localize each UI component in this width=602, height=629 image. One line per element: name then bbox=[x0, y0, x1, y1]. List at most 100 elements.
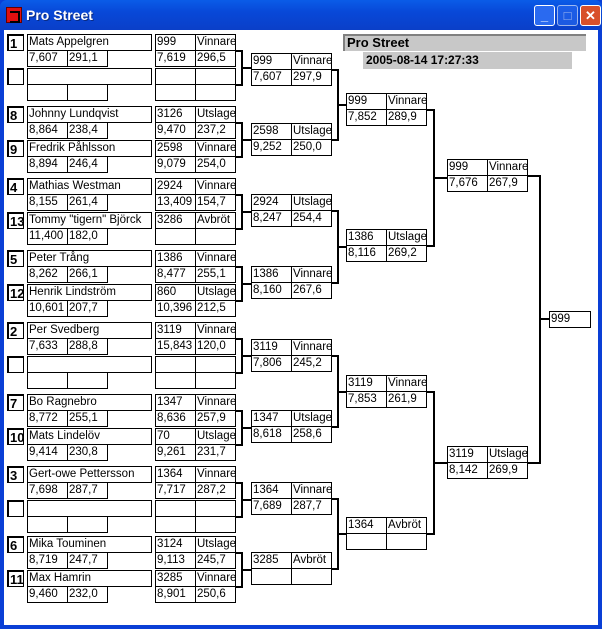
driver-time: 7,607 bbox=[27, 50, 68, 67]
heat1-result-status: Vinnare bbox=[195, 178, 236, 195]
bracket-line bbox=[241, 67, 251, 69]
driver-time: 11,400 bbox=[27, 228, 68, 245]
bracket-line bbox=[337, 533, 346, 535]
heat1-result-status: Vinnare bbox=[195, 394, 236, 411]
heat1-result-number: 1347 bbox=[155, 394, 196, 411]
heat2-result-time: 7,806 bbox=[251, 355, 292, 372]
heat1-result-time: 9,113 bbox=[155, 552, 196, 569]
seed-number: 11 bbox=[7, 570, 24, 587]
driver-speed: 255,1 bbox=[67, 410, 108, 427]
driver-name: Per Svedberg bbox=[27, 322, 152, 339]
bracket-line bbox=[235, 266, 243, 268]
bracket-line bbox=[235, 194, 243, 196]
bracket-line bbox=[235, 516, 243, 518]
driver-name: Max Hamrin bbox=[27, 570, 152, 587]
heat1-result-speed: 254,0 bbox=[195, 156, 236, 173]
heat1-result-number: 3126 bbox=[155, 106, 196, 123]
driver-name: Fredrik Påhlsson bbox=[27, 140, 152, 157]
heat1-result-time: 8,901 bbox=[155, 586, 196, 603]
heat1-result-speed: 287,2 bbox=[195, 482, 236, 499]
driver-speed: 238,4 bbox=[67, 122, 108, 139]
heat2-result-status: Avbröt bbox=[291, 552, 332, 569]
seed-number: 1 bbox=[7, 34, 24, 51]
heat2-result-time: 8,247 bbox=[251, 210, 292, 227]
bracket-line bbox=[331, 426, 339, 428]
driver-name: Mika Touminen bbox=[27, 536, 152, 553]
semifinal-result-speed: 267,9 bbox=[487, 175, 528, 192]
heat1-result-number: 3124 bbox=[155, 536, 196, 553]
minimize-button[interactable]: _ bbox=[534, 5, 555, 26]
heat1-result-speed: 255,1 bbox=[195, 266, 236, 283]
bracket-line bbox=[241, 427, 251, 429]
heat1-result-status bbox=[195, 500, 236, 517]
bracket-line bbox=[433, 462, 447, 464]
heat3-result-speed: 289,9 bbox=[386, 109, 427, 126]
heat2-result-time bbox=[251, 568, 292, 585]
semifinal-result-time: 8,142 bbox=[447, 462, 488, 479]
heat3-result-time: 8,116 bbox=[346, 245, 387, 262]
heat1-result-time: 15,843 bbox=[155, 338, 196, 355]
driver-name: Johnny Lundqvist bbox=[27, 106, 152, 123]
heat1-result-number bbox=[155, 500, 196, 517]
semifinal-result-status: Utslager bbox=[487, 446, 528, 463]
driver-name: Mats Lindelöv bbox=[27, 428, 152, 445]
heat2-result-speed: 254,4 bbox=[291, 210, 332, 227]
heat1-result-time: 7,619 bbox=[155, 50, 196, 67]
bracket-line bbox=[331, 568, 339, 570]
bracket-line bbox=[235, 552, 243, 554]
close-button[interactable]: ✕ bbox=[580, 5, 601, 26]
heat1-result-status: Vinnare bbox=[195, 140, 236, 157]
heat1-result-speed: 120,0 bbox=[195, 338, 236, 355]
driver-name: Mathias Westman bbox=[27, 178, 152, 195]
bracket-line bbox=[241, 283, 251, 285]
bracket-line bbox=[331, 282, 339, 284]
heat1-result-status: Vinnare bbox=[195, 466, 236, 483]
seed-number bbox=[7, 356, 24, 373]
bracket-line bbox=[426, 391, 435, 393]
heat3-result-time: 7,852 bbox=[346, 109, 387, 126]
bracket-line bbox=[241, 211, 251, 213]
heat2-result-number: 1347 bbox=[251, 410, 292, 427]
heat1-result-time: 7,717 bbox=[155, 482, 196, 499]
heat1-result-time: 8,477 bbox=[155, 266, 196, 283]
driver-speed: 246,4 bbox=[67, 156, 108, 173]
bracket-line bbox=[331, 69, 339, 71]
heat2-result-time: 8,160 bbox=[251, 282, 292, 299]
final-winner: 999 bbox=[549, 311, 591, 328]
driver-name bbox=[27, 500, 152, 517]
bracket-line bbox=[426, 245, 435, 247]
bracket-line bbox=[331, 498, 339, 500]
app-icon[interactable] bbox=[6, 7, 22, 23]
event-title: Pro Street bbox=[343, 34, 586, 51]
event-datetime: 2005-08-14 17:27:33 bbox=[363, 52, 572, 69]
bracket-line bbox=[235, 444, 243, 446]
bracket-line bbox=[426, 109, 435, 111]
seed-number: 8 bbox=[7, 106, 24, 123]
bracket-line bbox=[235, 586, 243, 588]
heat1-result-speed: 231,7 bbox=[195, 444, 236, 461]
heat1-result-status: Utslager bbox=[195, 536, 236, 553]
heat1-result-speed: 257,9 bbox=[195, 410, 236, 427]
heat2-result-speed: 258,6 bbox=[291, 426, 332, 443]
heat1-result-time: 9,079 bbox=[155, 156, 196, 173]
maximize-button[interactable]: □ bbox=[557, 5, 578, 26]
heat1-result-speed: 245,7 bbox=[195, 552, 236, 569]
driver-speed: 247,7 bbox=[67, 552, 108, 569]
driver-speed bbox=[67, 372, 108, 389]
semifinal-result-number: 3119 bbox=[447, 446, 488, 463]
heat2-result-status: Utslager bbox=[291, 410, 332, 427]
heat2-result-speed: 250,0 bbox=[291, 139, 332, 156]
bracket-line bbox=[337, 390, 346, 393]
heat2-result-time: 8,618 bbox=[251, 426, 292, 443]
driver-time bbox=[27, 84, 68, 101]
heat2-result-status: Utslager bbox=[291, 194, 332, 211]
heat1-result-number: 1364 bbox=[155, 466, 196, 483]
bracket-line bbox=[527, 462, 541, 464]
title-bar[interactable]: Pro Street _ □ ✕ bbox=[0, 0, 602, 30]
heat2-result-number: 1364 bbox=[251, 482, 292, 499]
bracket-line bbox=[235, 338, 243, 340]
heat1-result-speed: 154,7 bbox=[195, 194, 236, 211]
driver-time: 7,633 bbox=[27, 338, 68, 355]
heat1-result-status: Vinnare bbox=[195, 34, 236, 51]
driver-time: 8,262 bbox=[27, 266, 68, 283]
